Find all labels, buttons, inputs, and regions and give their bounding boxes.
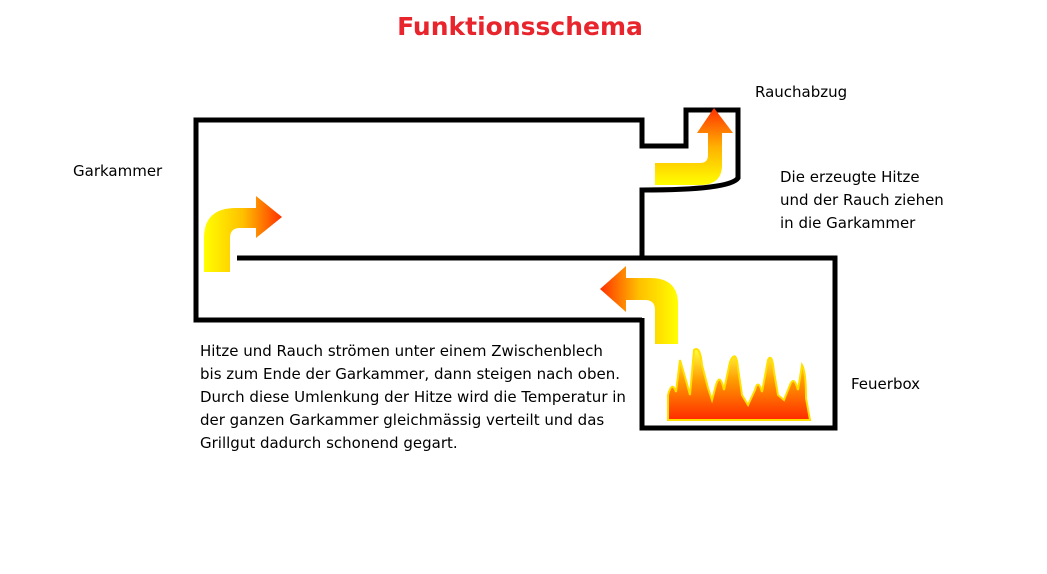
- note-bottom-line: Durch diese Umlenkung der Hitze wird die…: [200, 388, 626, 406]
- note-right-line: in die Garkammer: [780, 214, 916, 232]
- note-bottom-line: Hitze und Rauch strömen unter einem Zwis…: [200, 342, 603, 360]
- firebox-outline: [639, 255, 838, 431]
- arrow-up-right-icon: [204, 196, 282, 272]
- note-right-line: Die erzeugte Hitze: [780, 168, 920, 186]
- arrow-exhaust-icon: [655, 108, 733, 185]
- fire-flames-icon: [667, 348, 812, 421]
- cooking-chamber-outline: [193, 107, 741, 323]
- arrow-up-left-icon: [600, 266, 678, 344]
- note-bottom-line: der ganzen Garkammer gleichmässig vertei…: [200, 411, 605, 429]
- note-bottom: Hitze und Rauch strömen unter einem Zwis…: [200, 340, 626, 455]
- label-rauchabzug: Rauchabzug: [755, 83, 848, 101]
- note-bottom-line: bis zum Ende der Garkammer, dann steigen…: [200, 365, 621, 383]
- note-bottom-line: Grillgut dadurch schonend gegart.: [200, 434, 458, 452]
- diagram-title: Funktionsschema: [397, 12, 643, 41]
- label-feuerbox: Feuerbox: [851, 375, 921, 393]
- note-right: Die erzeugte Hitze und der Rauch ziehen …: [780, 166, 944, 235]
- label-garkammer: Garkammer: [73, 162, 163, 180]
- note-right-line: und der Rauch ziehen: [780, 191, 944, 209]
